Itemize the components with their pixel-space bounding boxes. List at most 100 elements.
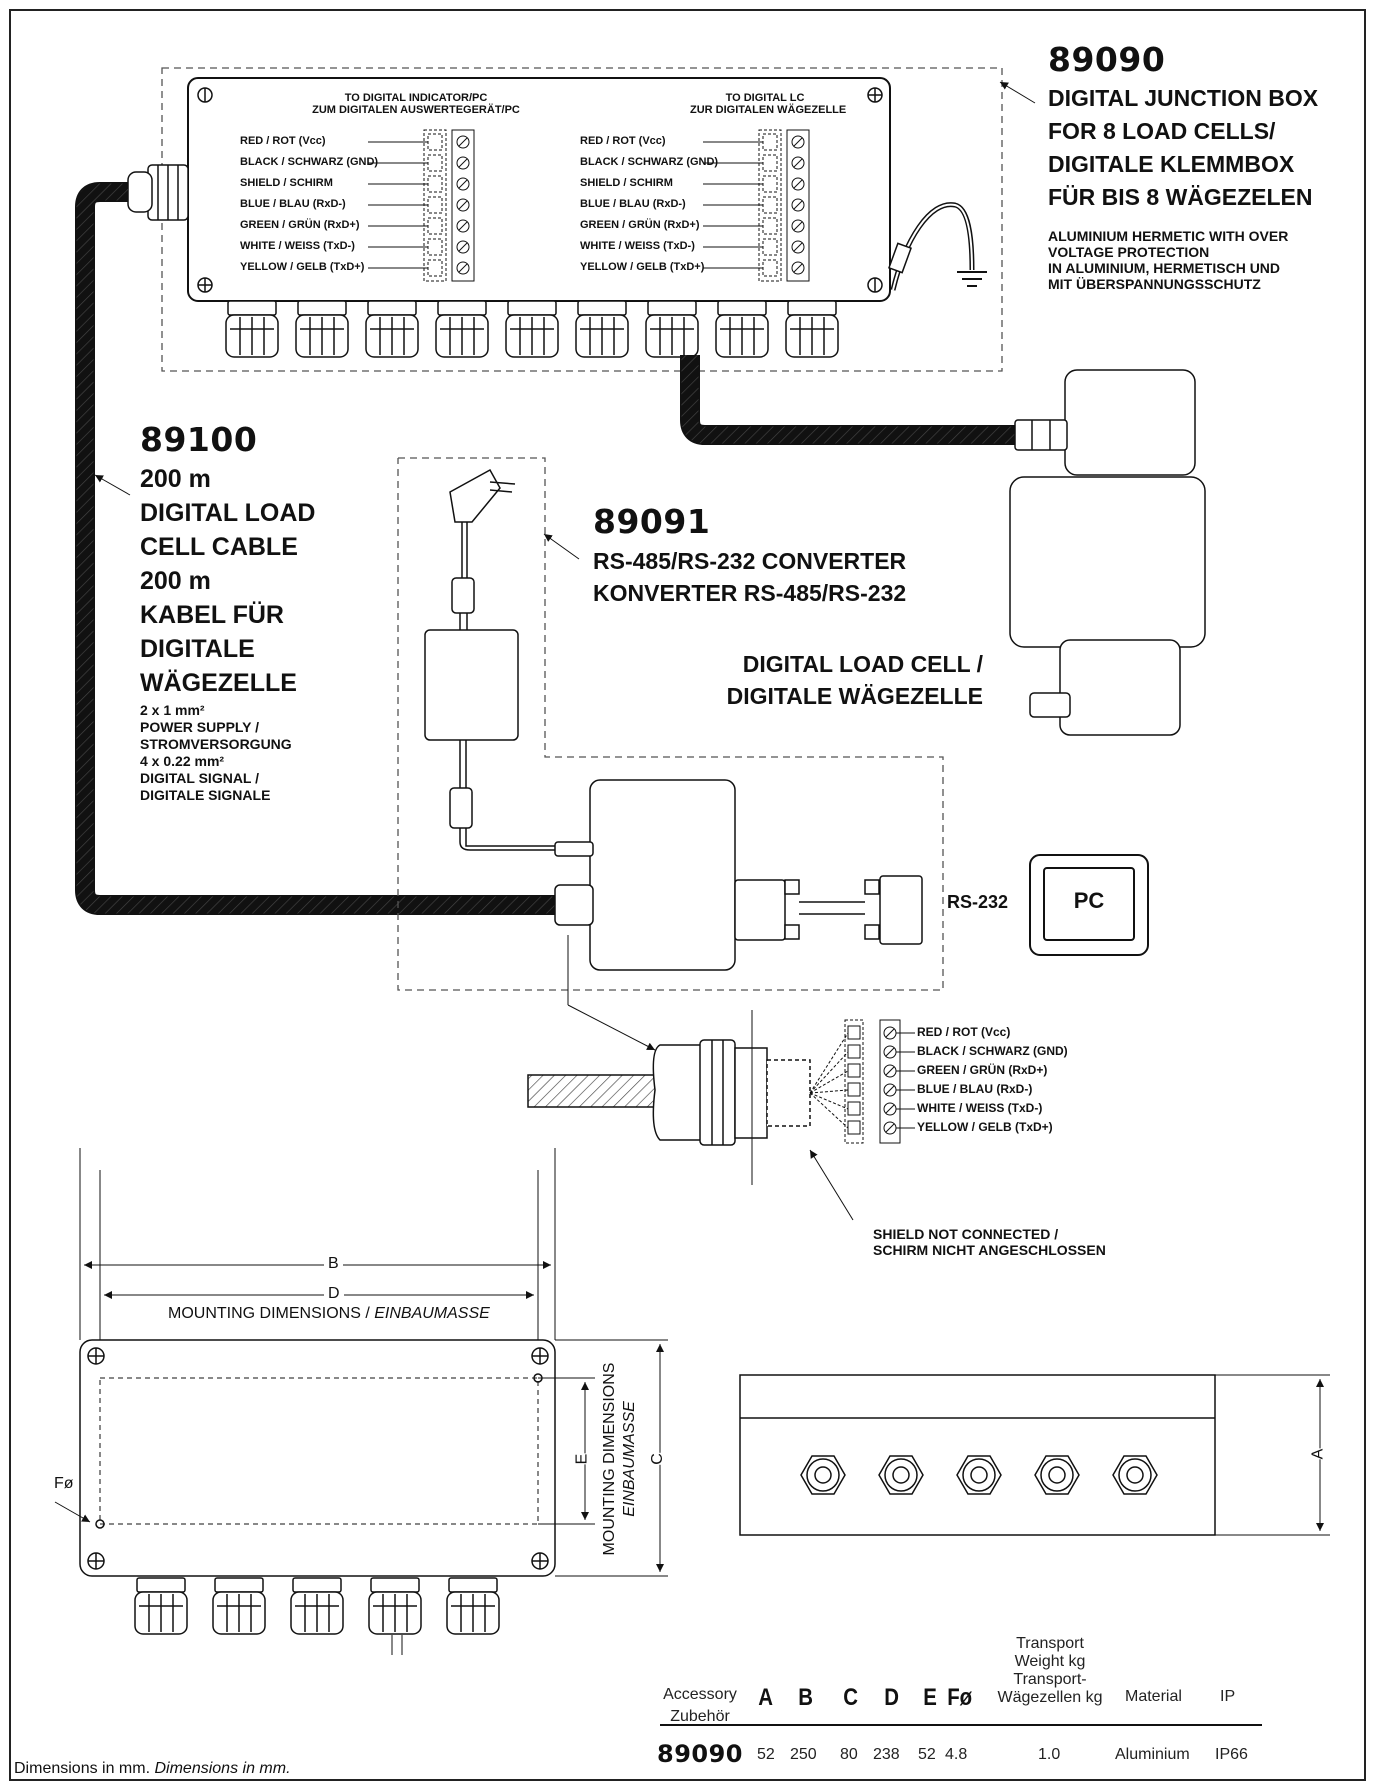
side-gland-hole [892, 1466, 910, 1484]
table-cell-e: 52 [918, 1746, 936, 1763]
converter-title-line: RS-485/RS-232 CONVERTER [593, 548, 907, 574]
table-header-ip: IP [1220, 1688, 1236, 1705]
wire-label: BLUE / BLAU (RxD-) [580, 198, 686, 210]
terminal-outline [844, 1019, 864, 1144]
dim-e: E [573, 1453, 592, 1465]
header-line: Wägezellen kg [997, 1689, 1103, 1706]
spec-line: STROMVERSORGUNG [140, 736, 292, 752]
gland-nut [437, 300, 487, 316]
detail-wire-label: WHITE / WEISS (TxD-) [917, 1101, 1043, 1115]
side-gland-ring [884, 1458, 918, 1492]
converter-box [554, 779, 923, 971]
side-gland-hole [1126, 1466, 1144, 1484]
converter-title-line: KONVERTER RS-485/RS-232 [593, 580, 907, 606]
header-line: TO DIGITAL INDICATOR/PC [344, 92, 488, 104]
right-terminal-header: TO DIGITAL LC ZUR DIGITALEN WÄGEZELLE [690, 92, 847, 116]
gland-nut [647, 300, 697, 316]
wire-label: WHITE / WEISS (TxD-) [580, 240, 695, 252]
terminal-screw-slot [458, 242, 468, 252]
terminal [762, 154, 778, 172]
load-cell [1009, 369, 1206, 736]
wire-label: SHIELD / SCHIRM [240, 177, 333, 189]
dim-b: B [324, 1255, 343, 1273]
wire-label: SHIELD / SCHIRM [580, 177, 673, 189]
side-gland-ring [1040, 1458, 1074, 1492]
header-line: ZUR DIGITALEN WÄGEZELLE [690, 104, 847, 116]
table-header-accessory: Accessory Zubehör [660, 1684, 740, 1728]
footer-en: Dimensions in mm. [14, 1760, 155, 1777]
gland-nut [577, 300, 627, 316]
dim-f: Fø [54, 1475, 74, 1492]
pc-box-inner [1043, 867, 1135, 941]
table-cell-weight: 1.0 [1038, 1746, 1061, 1763]
side-gland-hole [1048, 1466, 1066, 1484]
terminal-screw-slot [793, 263, 803, 273]
terminal-outline [451, 129, 475, 282]
header-line: TO DIGITAL LC [725, 92, 805, 104]
rs232-label: RS-232 [947, 892, 1009, 912]
terminal [427, 175, 443, 193]
table-cell-a: 52 [757, 1746, 775, 1763]
terminal-screw [791, 198, 805, 212]
dim-a: A [1309, 1448, 1328, 1460]
cable-code: 89100 [140, 420, 258, 459]
cable-specs: 2 x 1 mm² POWER SUPPLY / STROMVERSORGUNG… [140, 702, 292, 804]
header-letter: Fø [947, 1684, 973, 1711]
junction-box-frame [161, 67, 1003, 372]
shield-note-line: SHIELD NOT CONNECTED / [873, 1226, 1059, 1242]
gland-nut [367, 300, 417, 316]
terminal [847, 1063, 861, 1078]
table-cell-ip: IP66 [1215, 1746, 1248, 1763]
converter-title: RS-485/RS-232 CONVERTER KONVERTER RS-485… [593, 545, 906, 609]
side-gland-hole [814, 1466, 832, 1484]
gland-nut [136, 1577, 186, 1593]
gland-nut [227, 300, 277, 316]
terminal-screw [456, 198, 470, 212]
detail-wire-label: GREEN / GRÜN (RxD+) [917, 1063, 1048, 1077]
terminal [427, 154, 443, 172]
cable-title: 200 m DIGITAL LOAD CELL CABLE 200 m KABE… [140, 462, 315, 700]
cable-title-line: KABEL FÜR [140, 601, 284, 629]
side-gland [127, 164, 189, 221]
terminal-outline [758, 129, 782, 282]
wire-label: BLUE / BLAU (RxD-) [240, 198, 346, 210]
power-supply-icon [424, 629, 519, 741]
footer-de: Dimensions in mm. [154, 1760, 291, 1777]
terminal [762, 259, 778, 277]
table-header-f: Fø [945, 1684, 974, 1712]
header-line: Transport- [1013, 1671, 1087, 1688]
terminal [847, 1044, 861, 1059]
cable-title-line: 200 m [140, 567, 211, 595]
terminal-screw-slot [793, 200, 803, 210]
terminal [762, 217, 778, 235]
detail-gland [652, 1039, 811, 1146]
table-cell-f: 4.8 [945, 1746, 968, 1763]
left-terminal-header: TO DIGITAL INDICATOR/PC ZUM DIGITALEN AU… [286, 92, 546, 116]
wire-label: RED / ROT (Vcc) [580, 135, 666, 147]
table-row-code: 89090 [657, 1740, 743, 1768]
header-line: Zubehör [670, 1708, 730, 1725]
mounting-label-horizontal: MOUNTING DIMENSIONS / EINBAUMASSE [168, 1305, 490, 1323]
drawing-sheet-border [9, 9, 1366, 1781]
load-cell-label-line: DIGITAL LOAD CELL / [742, 651, 983, 677]
screw-icons [197, 87, 883, 293]
detail-wire-label: BLUE / BLAU (RxD-) [917, 1082, 1033, 1096]
junction-box-title-line: FOR 8 LOAD CELLS/ [1048, 118, 1276, 144]
dim-c: C [648, 1453, 667, 1465]
gland-nut [292, 1577, 342, 1593]
gland-nut [297, 300, 347, 316]
terminal-screw-slot [458, 158, 468, 168]
mounting-view [54, 1148, 668, 1577]
wire-label: WHITE / WEISS (TxD-) [240, 240, 355, 252]
junction-box-code: 89090 [1048, 40, 1166, 79]
cable-to-load-cell [680, 355, 1015, 445]
detail-terminal [809, 1019, 915, 1144]
wire-label: GREEN / GRÜN (RxD+) [240, 219, 360, 231]
wire-label: GREEN / GRÜN (RxD+) [580, 219, 700, 231]
side-gland-hex [1034, 1455, 1080, 1495]
spec-line: POWER SUPPLY / [140, 719, 260, 735]
terminal-screw-slot [793, 158, 803, 168]
junction-box-note: ALUMINIUM HERMETIC WITH OVER VOLTAGE PRO… [1048, 228, 1288, 292]
spec-line: 4 x 0.22 mm² [140, 753, 225, 769]
